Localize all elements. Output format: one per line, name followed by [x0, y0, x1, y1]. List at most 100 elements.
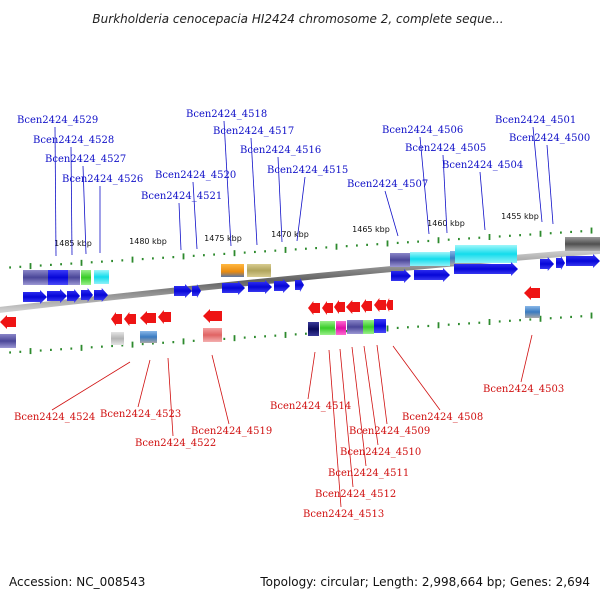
- forward-gene-label: Bcen2424_4506: [382, 125, 463, 136]
- reverse-gene-arrow: [334, 300, 345, 314]
- forward-gene-arrow: [192, 284, 201, 298]
- top-track-tick: [50, 263, 52, 266]
- top-track-tick: [274, 249, 277, 252]
- forward-leader-line: [277, 156, 283, 243]
- forward-gene-arrow: [94, 288, 108, 302]
- reverse-gene-label: Bcen2424_4509: [349, 426, 430, 437]
- feature-block: [23, 270, 48, 285]
- top-track-tick: [335, 243, 338, 250]
- reverse-leader-line: [363, 345, 379, 446]
- top-track-tick: [386, 240, 389, 247]
- top-track-tick: [549, 232, 552, 235]
- bottom-track-tick: [80, 344, 83, 351]
- bottom-track-tick: [509, 319, 511, 322]
- reverse-gene-label: Bcen2424_4512: [315, 489, 396, 500]
- reverse-leader-line: [307, 351, 316, 400]
- bottom-track-tick: [294, 333, 297, 336]
- bottom-track-tick: [396, 326, 399, 330]
- gene-labels: Bcen2424_4529Bcen2424_4528Bcen2424_4527B…: [14, 109, 590, 520]
- feature-block: [203, 328, 222, 342]
- feature-block: [363, 320, 374, 334]
- forward-gene-label: Bcen2424_4529: [17, 115, 98, 126]
- bottom-track-tick: [192, 339, 195, 342]
- forward-gene-label: Bcen2424_4521: [141, 191, 222, 202]
- top-track-tick: [254, 250, 256, 254]
- map-title: Burkholderia cenocepacia HI2424 chromoso…: [92, 12, 503, 26]
- forward-gene-label: Bcen2424_4517: [213, 126, 294, 137]
- top-track-tick: [417, 240, 419, 243]
- feature-block: [140, 331, 157, 343]
- top-track-tick: [396, 241, 399, 245]
- top-track-tick: [223, 252, 226, 256]
- bottom-track-tick: [437, 322, 440, 329]
- bottom-track-tick: [284, 331, 287, 338]
- forward-gene-arrow: [391, 269, 411, 283]
- reverse-leader-line: [376, 344, 388, 425]
- forward-gene-arrow: [566, 254, 600, 268]
- forward-gene-label: Bcen2424_4507: [347, 179, 428, 190]
- reverse-gene-label: Bcen2424_4503: [483, 384, 564, 395]
- reverse-gene-arrow: [0, 315, 16, 329]
- kbp-tick-label: 1475 kbp: [204, 234, 242, 243]
- reverse-gene-label: Bcen2424_4519: [191, 426, 272, 437]
- top-track-tick: [305, 247, 307, 250]
- top-track-tick: [172, 256, 175, 259]
- top-track-tick: [284, 246, 287, 253]
- feature-block: [455, 245, 517, 263]
- top-track-tick: [580, 230, 583, 233]
- kbp-tick-label: 1485 kbp: [54, 239, 92, 248]
- feature-block: [347, 320, 363, 334]
- bottom-track-tick: [162, 341, 164, 344]
- reverse-gene-arrow: [308, 301, 320, 315]
- forward-gene-label: Bcen2424_4515: [267, 165, 348, 176]
- top-track-tick: [590, 227, 593, 234]
- bottom-track-tick: [111, 344, 113, 348]
- forward-leader-line: [178, 202, 182, 251]
- feature-block: [525, 306, 540, 318]
- bottom-track-tick: [223, 337, 226, 341]
- reverse-gene-arrow: [111, 312, 122, 326]
- reverse-leader-line: [328, 349, 342, 508]
- bottom-track-tick: [254, 335, 256, 339]
- feature-block: [81, 270, 91, 285]
- top-track-tick: [407, 241, 409, 244]
- bottom-track-tick: [590, 312, 593, 319]
- forward-leader-line: [250, 137, 258, 246]
- top-track-tick: [468, 237, 470, 240]
- bottom-track-tick: [305, 332, 307, 335]
- bottom-track-tick: [447, 323, 450, 326]
- forward-gene-label: Bcen2424_4516: [240, 145, 321, 156]
- top-track-tick: [233, 250, 236, 257]
- top-track-tick: [213, 253, 215, 256]
- feature-tracks: [0, 237, 600, 348]
- bottom-track-tick: [274, 334, 277, 337]
- top-track-tick: [182, 253, 185, 260]
- forward-gene-label: Bcen2424_4500: [509, 133, 590, 144]
- forward-gene-label: Bcen2424_4527: [45, 154, 126, 165]
- top-track-tick: [325, 246, 328, 249]
- reverse-gene-arrow: [374, 298, 386, 312]
- forward-gene-arrow: [556, 256, 565, 270]
- bottom-track-tick: [386, 325, 389, 332]
- bottom-track-tick: [427, 324, 430, 328]
- top-track-tick: [498, 235, 501, 238]
- top-track-tick: [70, 262, 73, 265]
- top-track-tick: [509, 234, 511, 237]
- label-leader-lines: [51, 120, 554, 508]
- bottom-track-tick: [70, 347, 73, 350]
- feature-block: [336, 321, 346, 335]
- forward-leader-line: [384, 190, 399, 237]
- top-track-tick: [519, 234, 521, 237]
- top-track-tick: [264, 250, 266, 253]
- forward-leader-line: [70, 146, 73, 256]
- top-track-tick: [437, 237, 440, 244]
- bottom-track-tick: [498, 320, 501, 323]
- forward-gene-arrow: [248, 280, 272, 294]
- reverse-gene-arrow: [346, 300, 360, 314]
- feature-block: [320, 321, 335, 335]
- kbp-tick-label: 1470 kbp: [271, 230, 309, 239]
- forward-leader-line: [479, 171, 486, 231]
- forward-gene-arrow: [540, 257, 554, 271]
- bottom-track-tick: [39, 349, 42, 352]
